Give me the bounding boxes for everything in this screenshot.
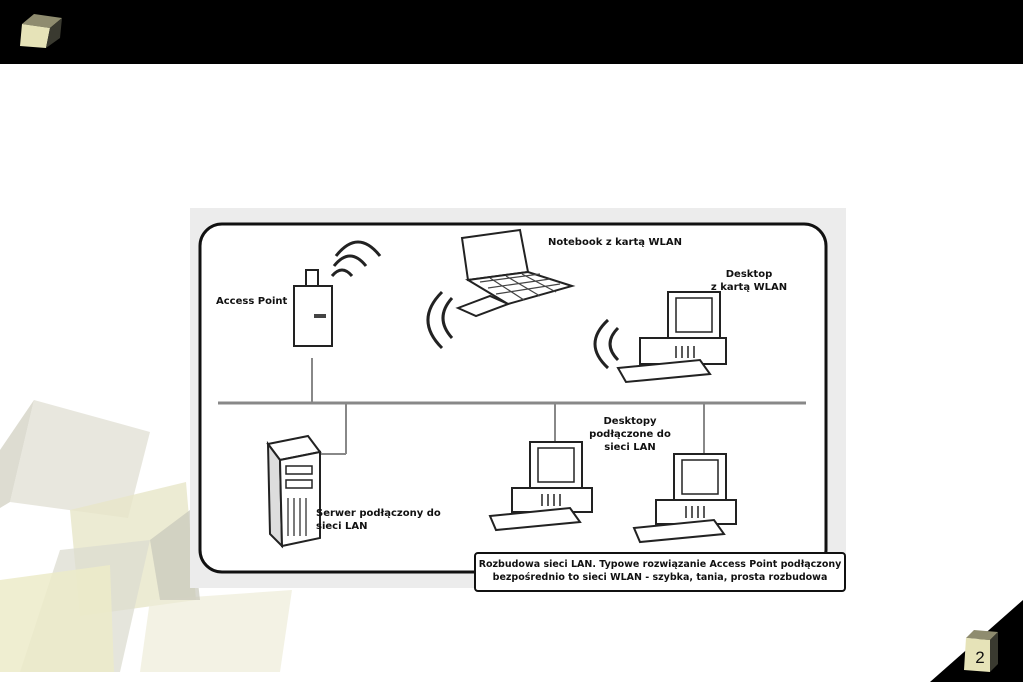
access-point-label: Access Point xyxy=(216,296,288,307)
desktop-wlan-label: Desktop z kartą WLAN xyxy=(710,269,788,293)
server-icon xyxy=(266,434,322,549)
desktop-lan-1-icon xyxy=(488,441,593,532)
desktop-lan-2-icon xyxy=(632,453,737,544)
decorative-cubes xyxy=(0,400,292,672)
diagram-caption: Rozbudowa sieci LAN. Typowe rozwiązanie … xyxy=(474,552,846,592)
cube-logo-icon xyxy=(20,14,62,48)
desktop-wlan-icon xyxy=(593,291,727,384)
access-point-icon xyxy=(293,240,382,347)
desktops-lan-label: Desktopy podłączone do sieci LAN xyxy=(589,416,671,453)
page-number: 2 xyxy=(975,648,985,667)
notebook-icon xyxy=(426,228,576,350)
page-cube-icon xyxy=(964,630,998,672)
network-diagram xyxy=(190,208,846,588)
server-label: Serwer podłączony do sieci LAN xyxy=(316,508,441,532)
notebook-label: Notebook z kartą WLAN xyxy=(548,237,682,248)
header-bar xyxy=(0,0,1023,64)
